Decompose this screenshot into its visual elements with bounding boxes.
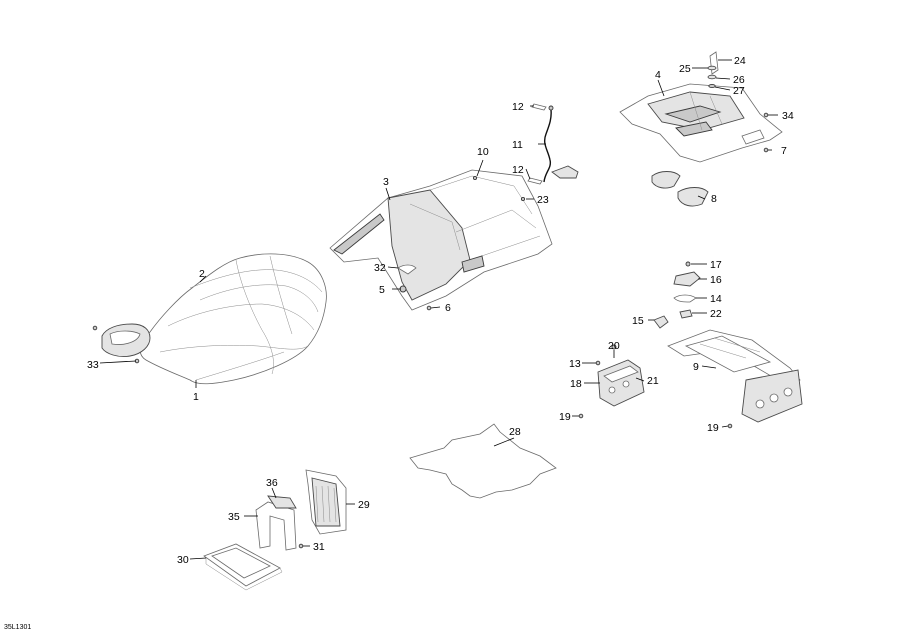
plate-screw-19 bbox=[578, 413, 584, 419]
callout-16: 16 bbox=[710, 274, 722, 286]
callout-11: 11 bbox=[512, 139, 523, 151]
pad-36 bbox=[267, 495, 297, 509]
rear-rack bbox=[619, 83, 783, 207]
callout-3: 3 bbox=[383, 176, 389, 188]
latch-hook-15 bbox=[653, 315, 669, 329]
latch-spring-14 bbox=[673, 294, 697, 303]
callout-2: 2 bbox=[199, 268, 205, 280]
latch-screw-17 bbox=[685, 261, 691, 267]
callout-22: 22 bbox=[710, 308, 722, 320]
callout-28: 28 bbox=[509, 426, 521, 438]
callout-4: 4 bbox=[655, 69, 661, 81]
callout-20: 20 bbox=[608, 340, 620, 352]
rack-hardware bbox=[707, 51, 719, 89]
callout-1: 1 bbox=[193, 391, 199, 403]
callout-27: 27 bbox=[733, 85, 745, 97]
cable-clip-12-top bbox=[531, 103, 547, 111]
seat-body bbox=[139, 253, 327, 385]
tray-30 bbox=[203, 543, 283, 591]
callout-9: 9 bbox=[693, 361, 699, 373]
latch-22 bbox=[679, 309, 693, 319]
seat-screw-33-top bbox=[92, 325, 98, 331]
callout-5: 5 bbox=[379, 284, 385, 296]
storage-tub bbox=[329, 169, 553, 311]
callout-34: 34 bbox=[782, 110, 794, 122]
rack-cap-left bbox=[651, 171, 681, 189]
callout-19-right: 19 bbox=[707, 422, 719, 434]
callout-26: 26 bbox=[733, 74, 745, 86]
callout-21: 21 bbox=[647, 375, 659, 387]
seat-assembly bbox=[92, 253, 327, 385]
tub-clip-32 bbox=[397, 264, 417, 275]
cover-29 bbox=[305, 469, 347, 535]
callout-14: 14 bbox=[710, 293, 722, 305]
latch-cover-16 bbox=[673, 271, 701, 287]
callout-24: 24 bbox=[734, 55, 746, 67]
tub-screw-6 bbox=[426, 305, 432, 311]
hitch-screw-19 bbox=[727, 423, 733, 429]
callout-23: 23 bbox=[537, 194, 549, 206]
mounting-plate bbox=[578, 344, 645, 419]
callout-29: 29 bbox=[358, 499, 370, 511]
callout-10: 10 bbox=[477, 146, 489, 158]
leader-lines bbox=[99, 59, 778, 560]
bracket-screw-31 bbox=[298, 543, 304, 549]
bracket-35 bbox=[255, 495, 304, 551]
callout-31: 31 bbox=[313, 541, 325, 553]
callout-7: 7 bbox=[781, 145, 787, 157]
callout-33: 33 bbox=[87, 359, 99, 371]
drawing-reference: 35L1301 bbox=[4, 624, 32, 631]
washer-26 bbox=[707, 74, 717, 80]
callout-12-bottom: 12 bbox=[512, 164, 524, 176]
callout-6: 6 bbox=[445, 302, 451, 314]
tub-screw-23 bbox=[520, 196, 526, 202]
latch-parts bbox=[653, 261, 701, 329]
rack-screw-34 bbox=[763, 112, 769, 118]
callout-25: 25 bbox=[679, 63, 691, 75]
nut-27 bbox=[708, 83, 716, 89]
callout-19-left: 19 bbox=[559, 411, 571, 423]
callout-13: 13 bbox=[569, 358, 581, 370]
callout-18: 18 bbox=[570, 378, 582, 390]
release-cable bbox=[527, 103, 579, 185]
cable-clip-12-bottom bbox=[527, 177, 543, 185]
callout-labels: 1 2 3 4 5 6 7 8 9 10 11 12 12 13 14 15 1… bbox=[87, 55, 794, 566]
callout-15: 15 bbox=[632, 315, 644, 327]
callout-17: 17 bbox=[710, 259, 722, 271]
hitch-frame bbox=[667, 329, 803, 429]
callout-30: 30 bbox=[177, 554, 189, 566]
callout-8: 8 bbox=[711, 193, 717, 205]
callout-36: 36 bbox=[266, 477, 278, 489]
plate-screw-13 bbox=[595, 360, 601, 366]
rack-cap-8 bbox=[677, 187, 709, 207]
washer-25 bbox=[707, 65, 717, 71]
tub-screw-10 bbox=[472, 175, 478, 181]
callout-32: 32 bbox=[374, 262, 386, 274]
u-bolt-24 bbox=[709, 51, 719, 75]
mat-28 bbox=[409, 423, 557, 499]
callout-12-top: 12 bbox=[512, 101, 524, 113]
plate-nut-20 bbox=[611, 344, 617, 350]
callout-35: 35 bbox=[228, 511, 240, 523]
rack-screw-7 bbox=[763, 147, 769, 153]
